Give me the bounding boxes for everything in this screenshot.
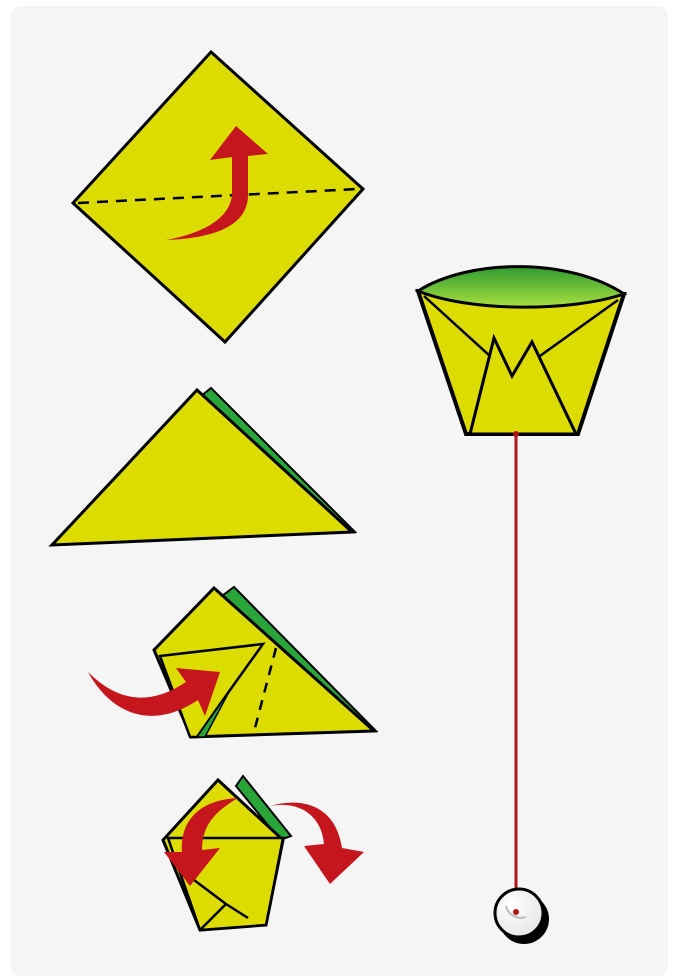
step-3 [88,587,376,737]
finished-cup [418,267,624,944]
paper-triangle [52,390,352,545]
step-4 [163,776,364,930]
step-2 [52,388,355,545]
cup-opening [418,267,624,308]
string-knot [513,431,519,437]
ball [495,889,543,937]
string-end [513,909,519,915]
step-1 [73,52,363,342]
fold-arrow-right [270,803,364,884]
